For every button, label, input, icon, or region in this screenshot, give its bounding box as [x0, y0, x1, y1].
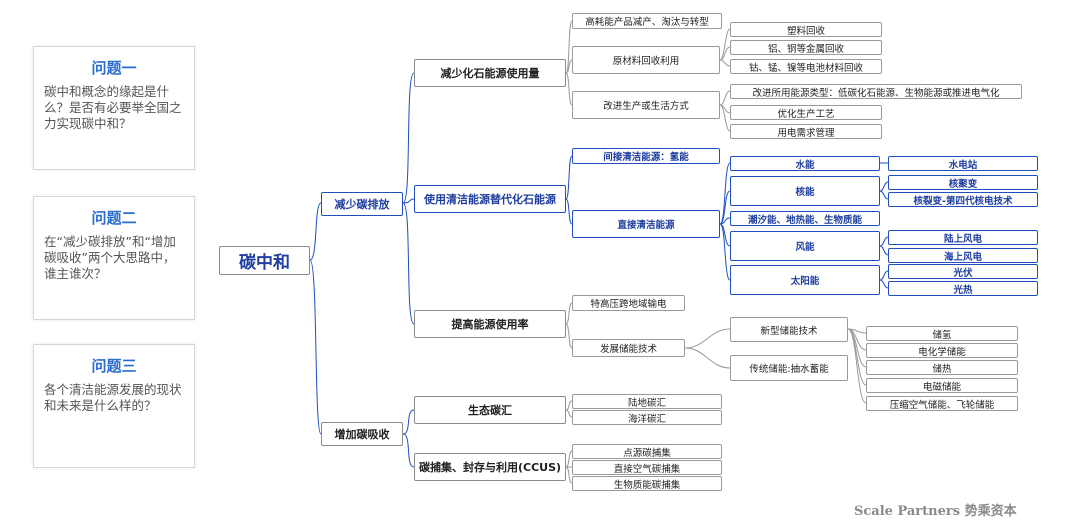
- question-body: 碳中和概念的缘起是什么？是否有必要举全国之力实现碳中和？: [44, 84, 182, 131]
- node-high-energy: 高耗能产品减产、淘汰与转型: [572, 13, 722, 29]
- node-air-flywheel: 压缩空气储能、飞轮储能: [866, 396, 1018, 411]
- node-direct-clean: 直接清洁能源: [572, 210, 720, 238]
- node-demand: 用电需求管理: [730, 124, 882, 139]
- node-solar: 太阳能: [730, 265, 880, 295]
- node-improve: 改进生产或生活方式: [572, 91, 720, 119]
- node-hydro-station: 水电站: [888, 156, 1038, 171]
- question-title: 问题二: [91, 209, 137, 227]
- node-metal: 铝、铜等金属回收: [730, 40, 882, 55]
- node-electrochem: 电化学储能: [866, 343, 1018, 358]
- node-nuclear: 核能: [730, 176, 880, 206]
- node-reduce-emission: 减少碳排放: [321, 192, 403, 216]
- node-indirect-hydrogen: 间接清洁能源：氢能: [572, 148, 720, 164]
- node-thermal-storage: 储热: [866, 360, 1018, 375]
- node-hydrogen-storage: 储氢: [866, 326, 1018, 341]
- node-fusion: 核聚变: [888, 175, 1038, 190]
- node-recycle: 原材料回收利用: [572, 46, 720, 74]
- node-csp: 光热: [888, 281, 1038, 296]
- question-card-1: 问题一 碳中和概念的缘起是什么？是否有必要举全国之力实现碳中和？: [33, 46, 195, 170]
- node-em-storage: 电磁储能: [866, 378, 1018, 393]
- node-battery: 钴、锰、镍等电池材料回收: [730, 59, 882, 74]
- watermark: Scale Partners 势乘资本: [854, 504, 1017, 519]
- node-wind: 风能: [730, 231, 880, 261]
- node-storage: 发展储能技术: [572, 339, 685, 357]
- node-energy-type: 改进所用能源类型：低碳化石能源、生物能源或推进电气化: [730, 84, 1022, 99]
- question-body: 在“减少碳排放”和“增加碳吸收”两个大思路中，谁主谁次？: [44, 234, 176, 281]
- node-process: 优化生产工艺: [730, 105, 882, 120]
- node-fission: 核裂变-第四代核电技术: [888, 192, 1038, 207]
- node-increase-absorption: 增加碳吸收: [321, 422, 403, 446]
- question-card-2: 问题二 在“减少碳排放”和“增加碳吸收”两个大思路中，谁主谁次？: [33, 196, 195, 320]
- question-body: 各个清洁能源发展的现状和未来是什么样的？: [44, 382, 182, 413]
- node-root: 碳中和: [219, 246, 310, 275]
- question-title: 问题三: [91, 357, 137, 375]
- node-trad-storage: 传统储能:抽水蓄能: [730, 355, 848, 381]
- node-new-storage: 新型储能技术: [730, 317, 848, 342]
- node-eco-sink: 生态碳汇: [414, 396, 566, 424]
- node-onshore-wind: 陆上风电: [888, 230, 1038, 245]
- node-dac: 直接空气碳捕集: [572, 460, 722, 475]
- node-ccus: 碳捕集、封存与利用(CCUS): [414, 453, 566, 481]
- node-land-sink: 陆地碳汇: [572, 394, 722, 409]
- node-reduce-fossil: 减少化石能源使用量: [414, 59, 566, 87]
- node-ocean-sink: 海洋碳汇: [572, 410, 722, 425]
- question-title: 问题一: [91, 59, 137, 77]
- question-card-3: 问题三 各个清洁能源发展的现状和未来是什么样的？: [33, 344, 195, 468]
- node-tidal: 潮汐能、地热能、生物质能: [730, 211, 880, 226]
- node-point-capture: 点源碳捕集: [572, 444, 722, 459]
- node-clean-energy: 使用清洁能源替代化石能源: [414, 185, 566, 213]
- node-hydro: 水能: [730, 156, 880, 171]
- node-uhv: 特高压跨地域输电: [572, 295, 685, 311]
- node-offshore-wind: 海上风电: [888, 248, 1038, 263]
- node-bio-capture: 生物质能碳捕集: [572, 476, 722, 491]
- node-efficiency: 提高能源使用率: [414, 310, 566, 338]
- node-pv: 光伏: [888, 264, 1038, 279]
- node-plastic: 塑料回收: [730, 22, 882, 37]
